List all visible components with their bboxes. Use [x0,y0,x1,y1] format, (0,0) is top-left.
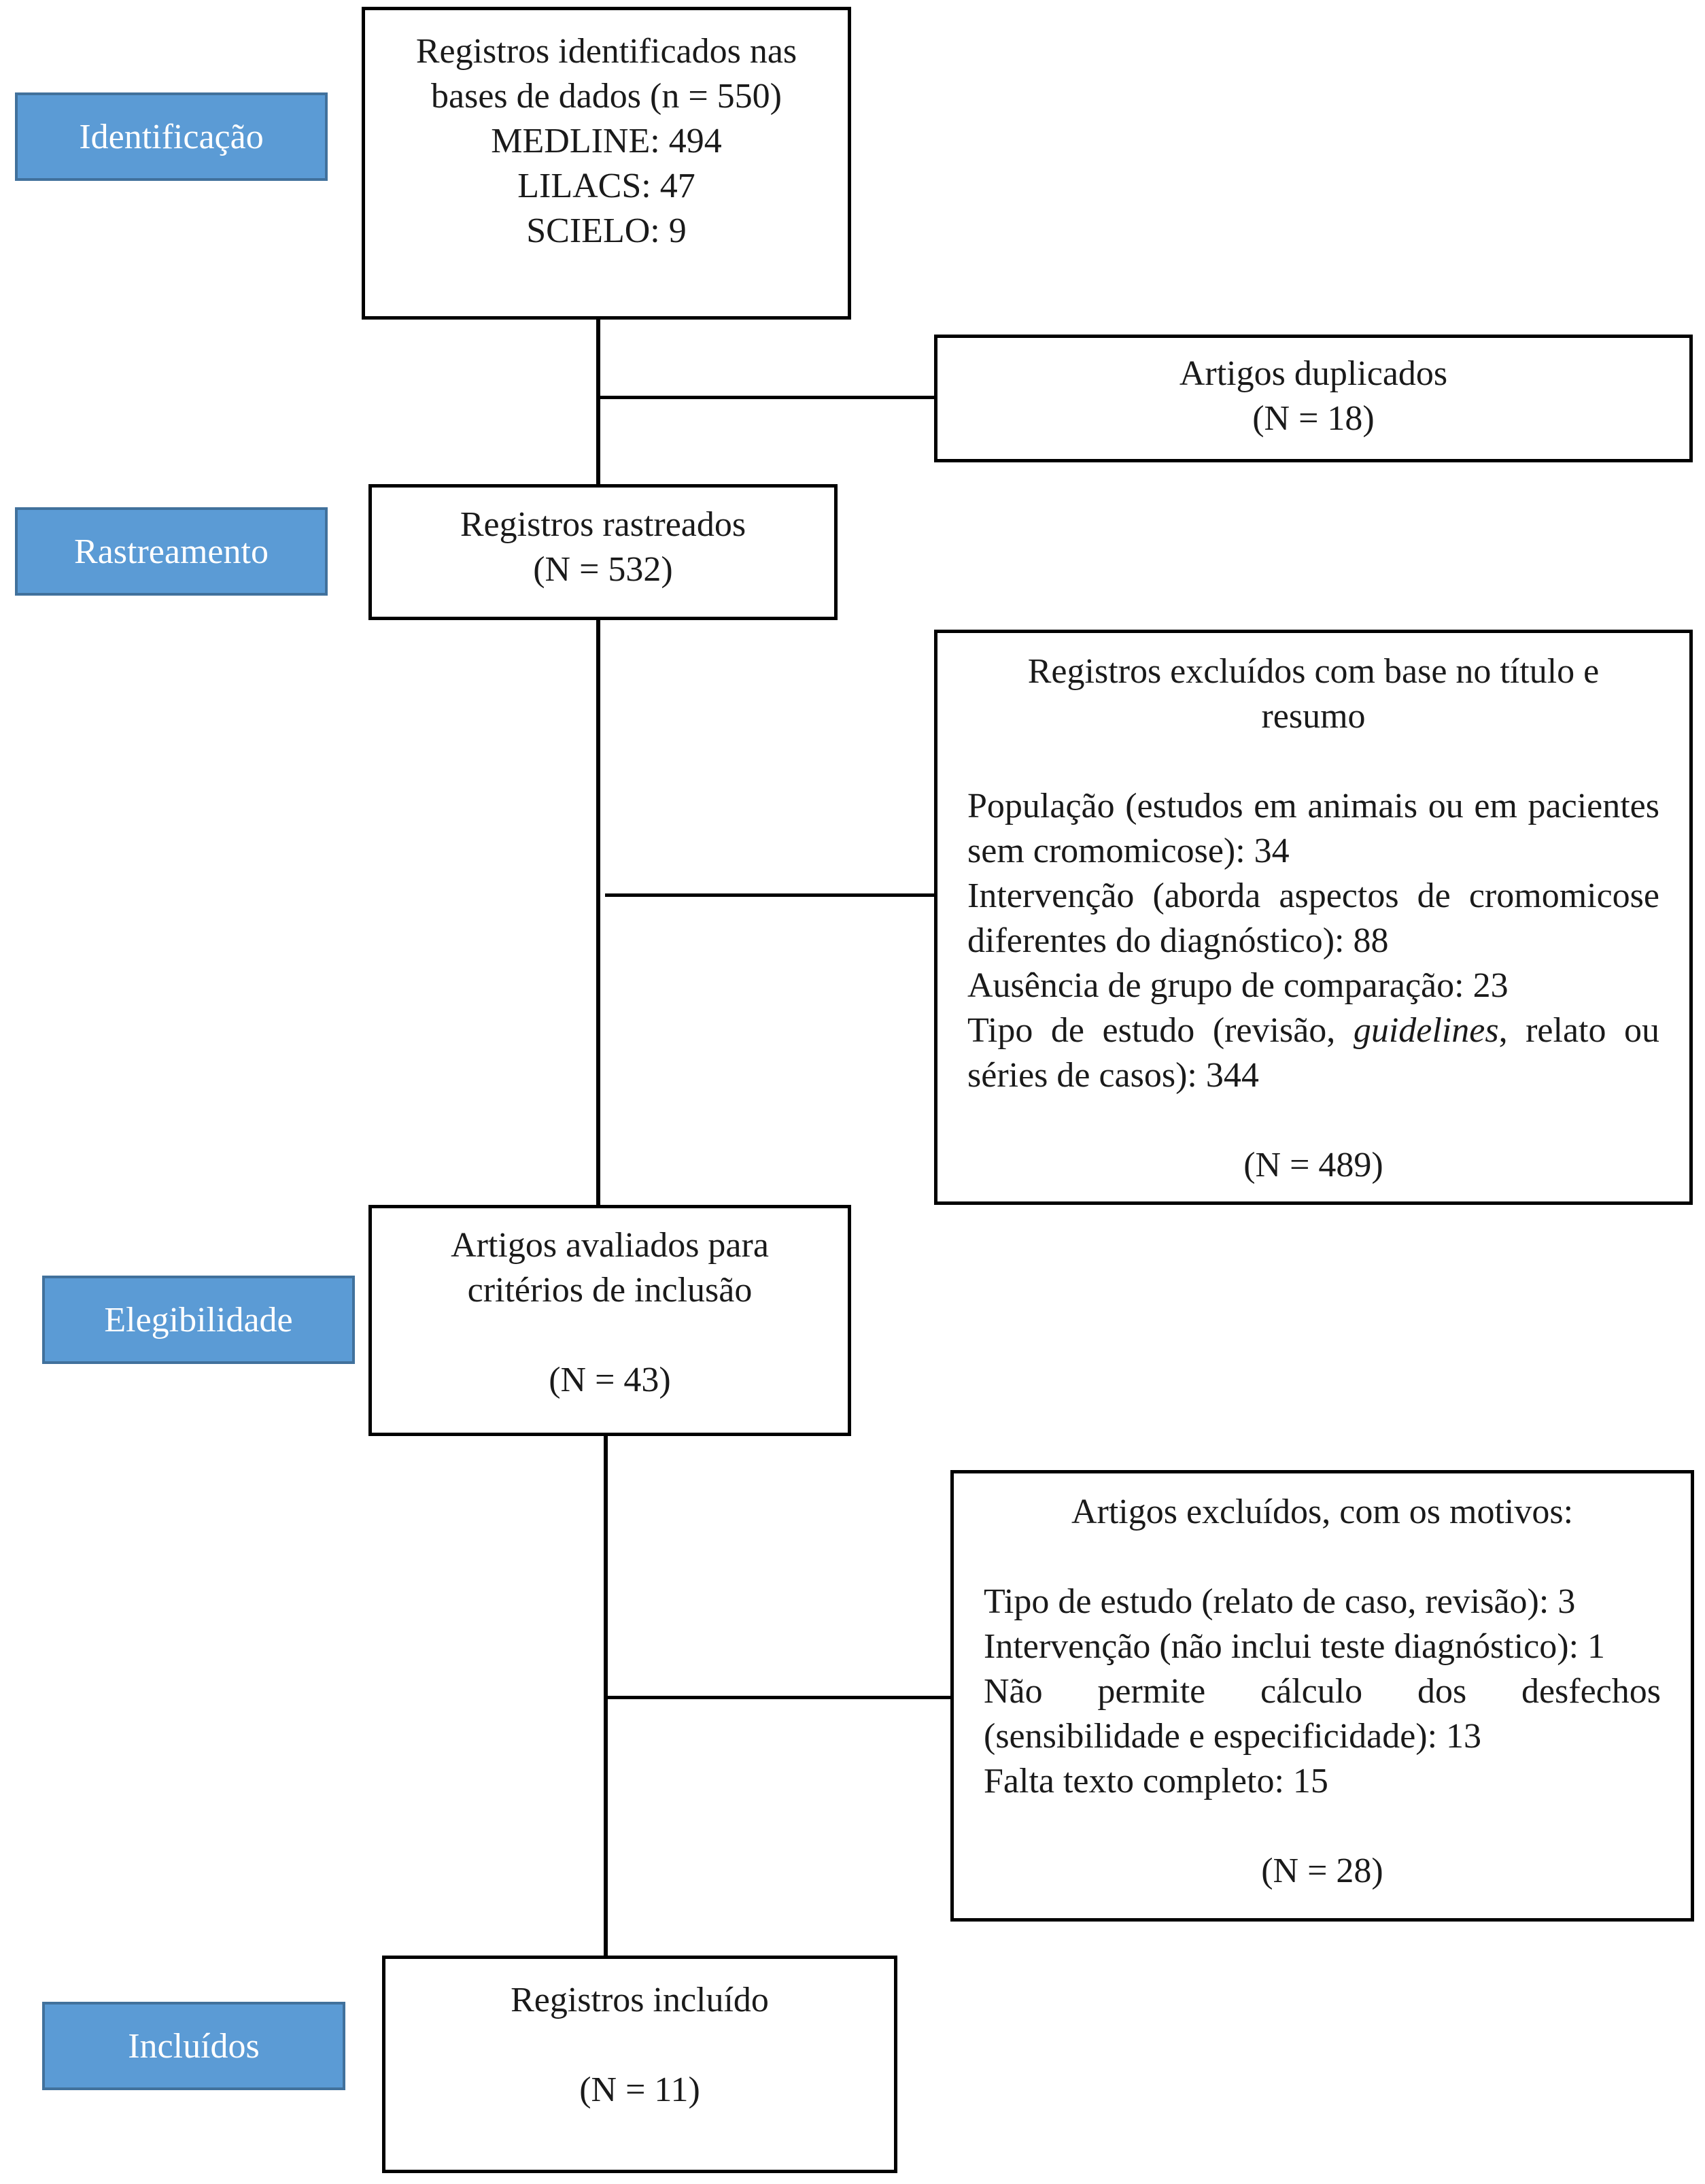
identified-line-medline: MEDLINE: 494 [491,122,722,160]
stage-identification: Identificação [15,92,328,181]
fulltext-reason-outcomes: Não permite cálculo dos desfechos (sensi… [984,1672,1661,1756]
stage-included: Incluídos [42,2002,345,2090]
reason-population: População (estudos em animais ou em paci… [967,787,1659,870]
identified-line-scielo: SCIELO: 9 [526,211,687,250]
identified-line-lilacs: LILACS: 47 [517,167,695,205]
connector-identified-to-screened [596,317,600,485]
identified-records-box: Registros identificados nas bases de dad… [362,7,851,320]
reason-study-type: Tipo de estudo (revisão, guidelines, rel… [967,1008,1659,1098]
excluded-fulltext-title: Artigos excluídos, com os motivos: [1071,1492,1574,1531]
connector-to-excluded-title-abstract [605,893,937,897]
stage-screening-label: Rastreamento [74,532,269,571]
excluded-title-abstract-count: (N = 489) [1243,1146,1383,1184]
duplicates-box: Artigos duplicados (N = 18) [934,335,1693,462]
reason-study-type-suffix: , relato ou séries de casos): 344 [967,1011,1660,1095]
excluded-title-abstract-box: Registros excluídos com base no título e… [934,630,1693,1205]
reason-intervention: Intervenção (aborda aspectos de cromomic… [967,876,1659,960]
connector-assessed-to-included [604,1435,608,1956]
stage-eligibility: Elegibilidade [42,1276,355,1364]
assessed-articles-box: Artigos avaliados para critérios de incl… [368,1205,851,1436]
screened-records-box: Registros rastreados (N = 532) [368,484,838,620]
reason-no-comparison-group: Ausência de grupo de comparação: 23 [967,966,1509,1005]
stage-included-label: Incluídos [128,2026,260,2066]
reason-study-type-italic: guidelines [1353,1011,1499,1050]
stage-identification-label: Identificação [79,117,264,156]
included-title: Registros incluído [511,1981,769,2019]
excluded-fulltext-count: (N = 28) [1261,1852,1383,1890]
assessed-count: (N = 43) [549,1361,671,1399]
excluded-fulltext-box: Artigos excluídos, com os motivos: Tipo … [950,1470,1694,1922]
connector-to-duplicates [598,396,937,399]
included-records-box: Registros incluído (N = 11) [382,1956,897,2173]
included-count: (N = 11) [579,2070,700,2109]
duplicates-count: (N = 18) [1252,399,1375,438]
screened-count: (N = 532) [533,550,673,589]
stage-eligibility-label: Elegibilidade [104,1300,293,1340]
fulltext-reason-intervention: Intervenção (não inclui teste diagnóstic… [984,1627,1606,1666]
connector-to-excluded-fulltext [605,1696,952,1699]
fulltext-reason-study-type: Tipo de estudo (relato de caso, revisão)… [984,1582,1576,1621]
reason-study-type-prefix: Tipo de estudo (revisão, [967,1011,1354,1050]
fulltext-reason-no-fulltext: Falta texto completo: 15 [984,1762,1328,1801]
assessed-title: Artigos avaliados para critérios de incl… [451,1226,769,1310]
excluded-title-abstract-title: Registros excluídos com base no título e… [1027,652,1600,736]
screened-title: Registros rastreados [460,505,746,544]
connector-screened-to-assessed [596,619,600,1207]
identified-line-2: bases de dados (n = 550) [431,77,782,116]
stage-screening: Rastreamento [15,507,328,596]
duplicates-title: Artigos duplicados [1179,354,1448,393]
identified-line-1: Registros identificados nas [415,32,797,71]
